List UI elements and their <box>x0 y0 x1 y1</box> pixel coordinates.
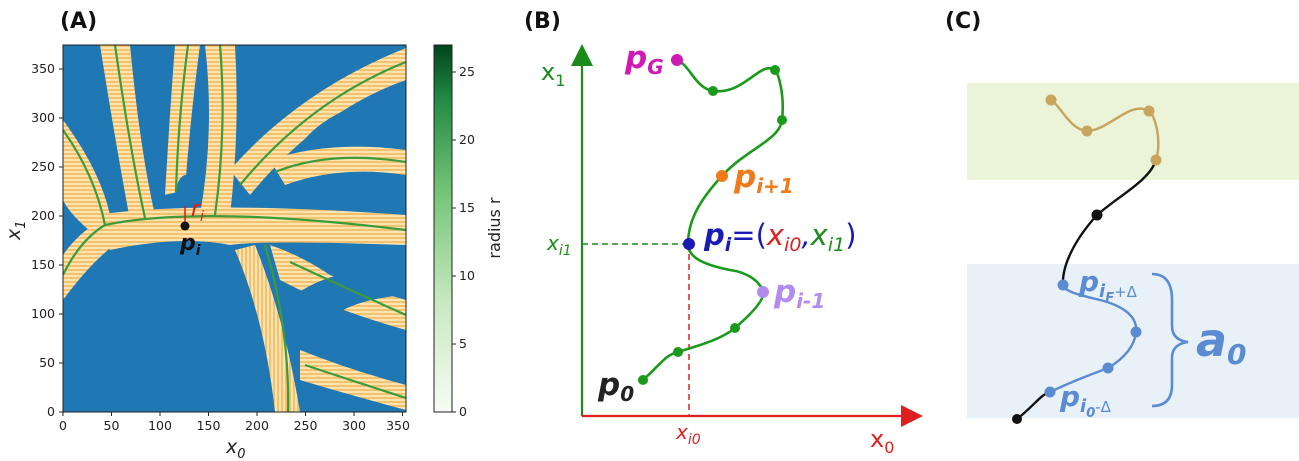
panel-c-label: (C) <box>945 9 981 34</box>
trajectory-curve <box>642 58 784 381</box>
x-tick: 250 <box>294 418 318 433</box>
radius-annotation: ri <box>191 197 204 225</box>
y-axis-label: x1 <box>541 58 565 90</box>
pG-label: pG <box>624 40 664 79</box>
lower-index-label: pi0-Δ <box>1059 380 1112 421</box>
colorbar-tick: 0 <box>459 404 467 419</box>
y-tick: 50 <box>39 355 55 370</box>
goal-region <box>967 83 1299 180</box>
channel <box>235 245 300 412</box>
centerlines <box>63 45 406 412</box>
upper-index-label: piF+Δ <box>1078 265 1138 306</box>
goal-points <box>1045 94 1162 166</box>
panel-c-diagram: piF+Δ pi0-Δ a0 <box>967 83 1299 424</box>
point-pG <box>671 54 683 66</box>
x-tick: 200 <box>245 418 269 433</box>
action-points <box>1044 279 1142 398</box>
colorbar-tick: 10 <box>459 268 475 283</box>
x-tick: 0 <box>59 418 67 433</box>
channel-network <box>63 45 406 412</box>
colorbar-gradient <box>433 44 453 413</box>
action-brace <box>1151 272 1189 408</box>
point-pim1 <box>757 286 769 298</box>
pim1-label: pi-1 <box>773 274 825 313</box>
channel <box>270 146 406 185</box>
x-tick: 350 <box>386 418 410 433</box>
colorbar-label: radius r <box>485 197 504 259</box>
point-pi1 <box>716 170 728 182</box>
panel-b-diagram: x1 x0 xi1 xi0 pG pi+1 pi=(xi0,xi1) pi-1 … <box>541 40 923 457</box>
y-tick: 150 <box>31 257 55 272</box>
plot-frame <box>62 44 407 413</box>
panel-a-y-axis: 0 50 100 150 200 250 300 350 x1 <box>3 61 63 419</box>
point-pi-annotation: pi <box>179 231 201 259</box>
hole <box>300 95 406 145</box>
goal-curve <box>1050 98 1160 161</box>
panel-a-plot: ri pi <box>62 44 407 413</box>
colorbar-tick: 25 <box>459 64 475 79</box>
channel <box>165 45 200 195</box>
panel-a-label: (A) <box>60 9 97 34</box>
x-tick: 300 <box>342 418 366 433</box>
x-tick: 50 <box>104 418 120 433</box>
channel <box>95 207 406 250</box>
y-tick: 250 <box>31 159 55 174</box>
hole <box>290 265 406 330</box>
panel-b-label: (B) <box>524 9 561 34</box>
hole <box>175 174 195 195</box>
x-axis-label: x0 <box>225 436 246 461</box>
xi0-label: xi0 <box>675 420 701 448</box>
colorbar-tick: 20 <box>459 132 475 147</box>
y-tick: 300 <box>31 110 55 125</box>
channel <box>200 45 237 215</box>
trajectory-points <box>638 65 787 385</box>
y-tick: 200 <box>31 208 55 223</box>
p0-label: p0 <box>597 367 634 406</box>
colorbar: 0 5 10 15 20 25 radius r <box>433 44 504 419</box>
pi1-label: pi+1 <box>733 159 794 198</box>
y-axis-label: x1 <box>3 220 29 241</box>
y-tick: 100 <box>31 306 55 321</box>
pi-label: pi=(xi0,xi1) <box>703 218 857 256</box>
panel-a-x-axis: 0 50 100 150 200 250 300 350 x0 <box>59 412 410 461</box>
x-tick: 150 <box>197 418 221 433</box>
colorbar-tick: 5 <box>459 336 467 351</box>
point-pi-marker <box>180 221 190 231</box>
channel <box>230 48 406 195</box>
start-point <box>1012 414 1022 424</box>
colorbar-tick: 15 <box>459 200 475 215</box>
x-tick: 100 <box>148 418 172 433</box>
action-label: a0 <box>1196 313 1247 371</box>
xi1-label: xi1 <box>546 231 572 259</box>
y-tick: 0 <box>47 404 55 419</box>
x-axis-label: x0 <box>870 425 894 457</box>
point-pi <box>683 238 695 250</box>
y-tick: 350 <box>31 61 55 76</box>
middle-point <box>1091 209 1103 221</box>
